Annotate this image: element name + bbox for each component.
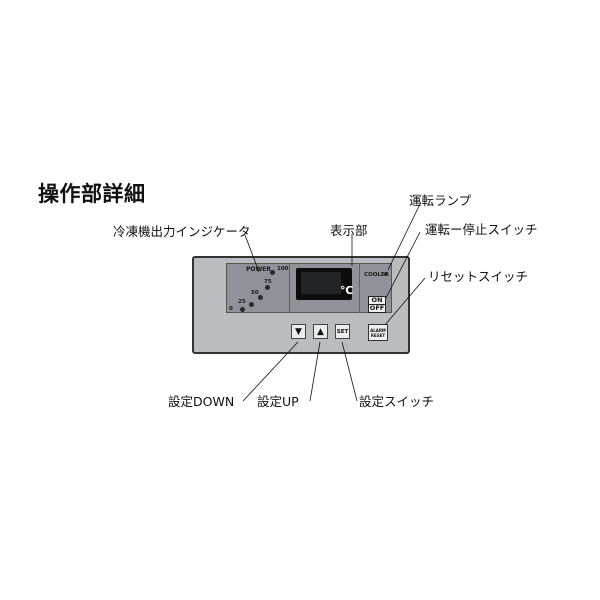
off-label: OFF [369, 304, 385, 312]
power-scale-25: 25 [238, 299, 246, 305]
leader-set-up [309, 341, 321, 402]
triangle-up-icon: ▲ [317, 326, 324, 337]
label-set-switch: 設定スイッチ [359, 394, 435, 409]
cooler-label: COOLER [364, 272, 389, 278]
label-set-up: 設定UP [257, 394, 299, 409]
alarm-reset-button[interactable]: ALARM RESET [368, 324, 388, 341]
display-screen [301, 272, 341, 294]
reset-label: RESET [370, 332, 386, 338]
power-led [265, 285, 270, 290]
label-display: 表示部 [330, 223, 368, 238]
panel-divider-left [289, 263, 290, 313]
on-label: ON [371, 296, 383, 304]
set-label: SET [336, 328, 349, 335]
celsius-unit: ℃ [340, 284, 354, 297]
set-button[interactable]: SET [335, 324, 350, 339]
triangle-down-icon: ▼ [295, 326, 302, 337]
power-scale-0: 0 [229, 306, 233, 312]
run-lamp-icon [384, 272, 388, 276]
leader-run-lamp [387, 201, 422, 271]
label-set-down: 設定DOWN [168, 394, 235, 409]
power-scale-50: 50 [251, 290, 259, 296]
leader-power-indicator [244, 234, 260, 273]
panel-divider-right [359, 263, 360, 313]
alarm-label: ALARM [370, 327, 386, 333]
set-up-button[interactable]: ▲ [313, 324, 328, 339]
leader-reset-switch [384, 277, 426, 326]
run-stop-button[interactable]: ON OFF [368, 296, 386, 313]
power-led [258, 295, 263, 300]
label-run-stop-switch: 運転ー停止スイッチ [425, 222, 538, 237]
set-down-button[interactable]: ▼ [291, 324, 306, 339]
power-led [249, 302, 254, 307]
power-led [240, 307, 245, 312]
power-scale-75: 75 [264, 279, 272, 285]
label-power-indicator: 冷凍機出力インジケータ [113, 224, 251, 239]
leader-set-switch [341, 341, 358, 402]
leader-set-down [242, 341, 299, 402]
leader-run-stop-switch [385, 231, 421, 299]
label-run-lamp: 運転ランプ [409, 193, 472, 208]
label-reset-switch: リセットスイッチ [428, 269, 529, 284]
page-title: 操作部詳細 [38, 182, 146, 206]
power-led [270, 270, 275, 275]
power-scale-100: 100 [277, 266, 289, 272]
